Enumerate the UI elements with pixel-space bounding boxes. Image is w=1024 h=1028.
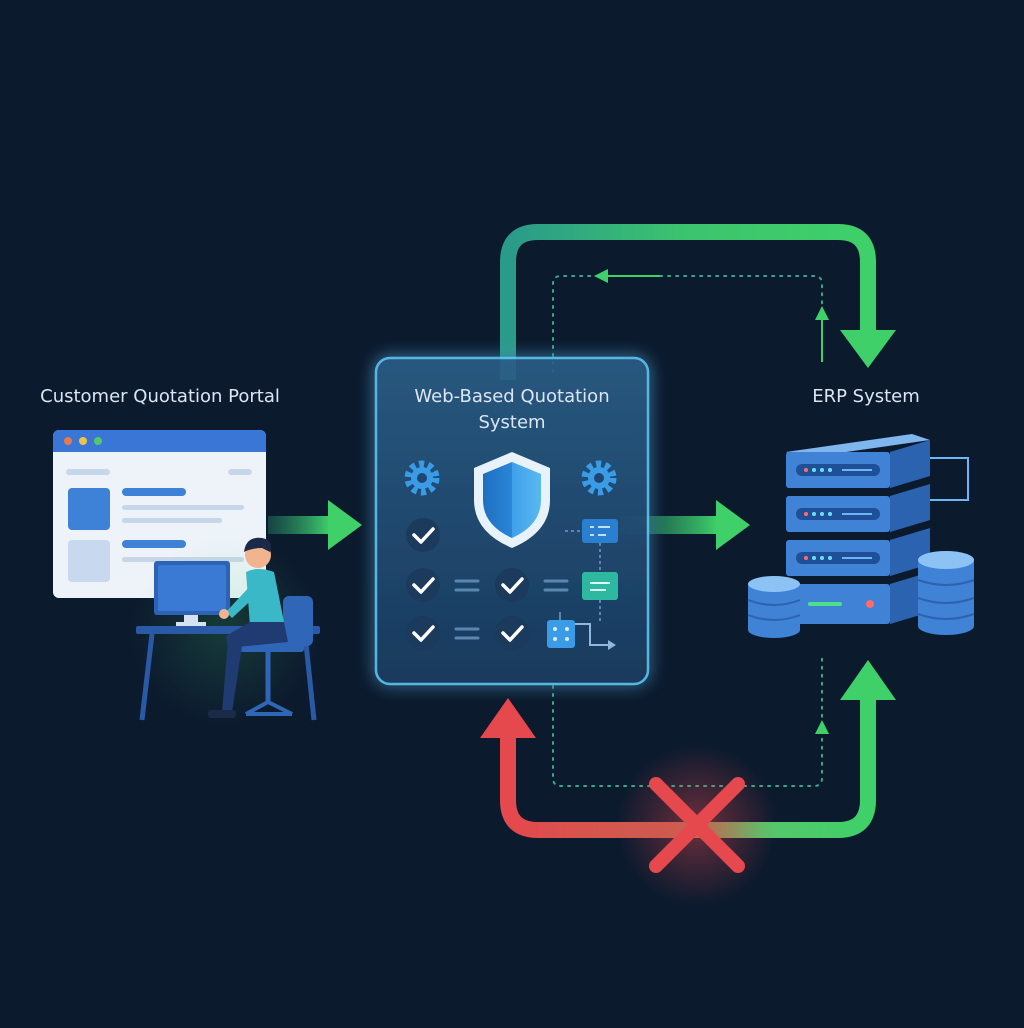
window-dot-icon xyxy=(64,437,72,445)
workflow-icon xyxy=(547,519,618,650)
quotation-system-label-line1: Web-Based Quotation xyxy=(414,386,610,407)
portal-to-system-arrow xyxy=(268,500,362,550)
equals-marks xyxy=(454,579,569,640)
gear-icon xyxy=(581,460,617,496)
quotation-system-label-line2: System xyxy=(478,412,546,433)
database-icon xyxy=(917,551,975,635)
top-loop-arrow xyxy=(500,224,896,380)
portal-label: Customer Quotation Portal xyxy=(40,386,280,407)
check-icon xyxy=(406,568,440,602)
shield-icon xyxy=(474,452,550,548)
desktop-user-icon xyxy=(136,537,320,721)
window-dot-icon xyxy=(94,437,102,445)
gear-icon xyxy=(404,460,440,496)
check-icon xyxy=(495,616,529,650)
database-icon xyxy=(747,576,801,638)
erp-label: ERP System xyxy=(812,386,920,407)
check-icon xyxy=(406,616,440,650)
window-dot-icon xyxy=(79,437,87,445)
check-icon xyxy=(495,568,529,602)
server-rack-icon xyxy=(786,434,969,624)
top-dotted-return xyxy=(552,269,829,373)
cross-icon xyxy=(649,777,745,873)
quotation-system-label: Web-Based Quotation System xyxy=(382,384,642,436)
check-icon xyxy=(406,518,440,552)
quotation-system-panel xyxy=(374,356,650,686)
